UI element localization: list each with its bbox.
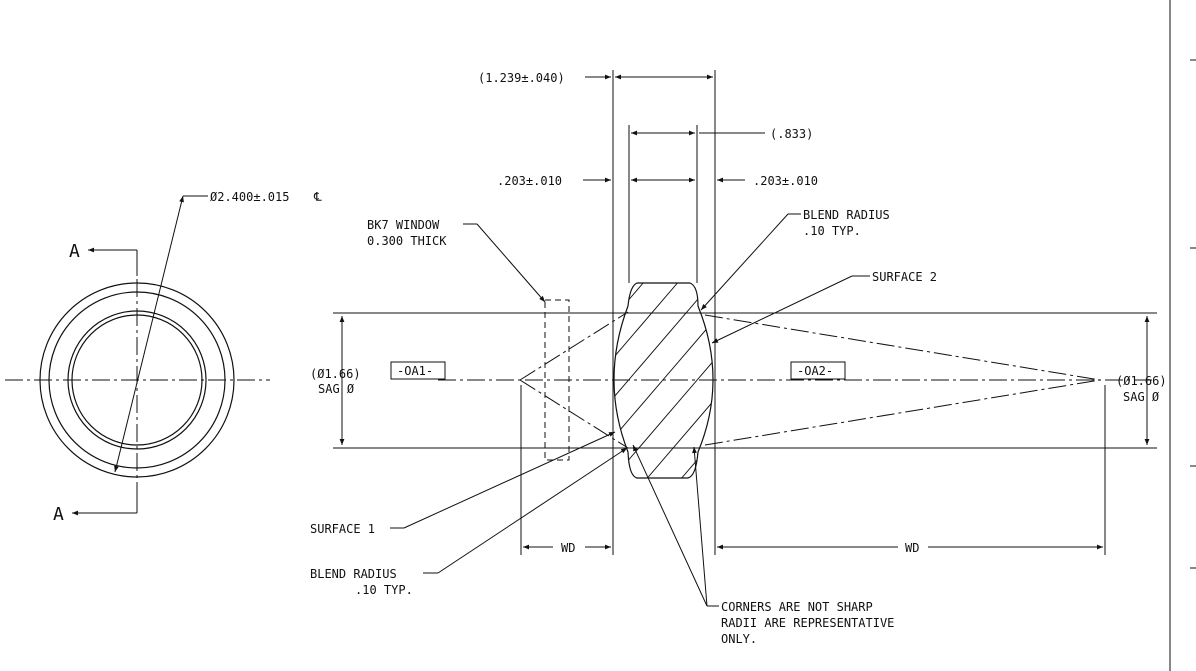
leader-blend-top [700, 213, 801, 311]
border-frame [1169, 0, 1196, 671]
section-label-top: A [69, 241, 80, 262]
centerline-symbol: ℄ [313, 190, 322, 204]
sag-left-text1: (Ø1.66) [310, 367, 361, 381]
overall-thickness-text: (1.239±.040) [478, 71, 565, 85]
bk7-window [544, 299, 570, 461]
aperture-lines [333, 312, 1157, 449]
surface2-note: SURFACE 2 [872, 270, 937, 284]
datum-oa2: -OA2- [797, 364, 833, 378]
edge-left-text: .203±.010 [497, 174, 562, 188]
corners-note-3: ONLY. [721, 632, 757, 646]
edge-right-text: .203±.010 [753, 174, 818, 188]
surface1-note: SURFACE 1 [310, 522, 375, 536]
wd-left-text: WD [561, 541, 575, 555]
center-ref-text: (.833) [770, 127, 813, 141]
blend-bottom-note-1: BLEND RADIUS [310, 567, 397, 581]
datum-oa1: -OA1- [397, 364, 433, 378]
outer-diameter-dim: Ø2.400±.015 [210, 190, 289, 204]
sag-right-text2: SAG Ø [1123, 390, 1160, 404]
corners-note-2: RADII ARE REPRESENTATIVE [721, 616, 894, 630]
wd-right-text: WD [905, 541, 919, 555]
front-view [5, 195, 270, 516]
blend-top-note-2: .10 TYP. [803, 224, 861, 238]
sag-right-text1: (Ø1.66) [1116, 374, 1167, 388]
extension-lines [520, 70, 1106, 555]
leader-corners [632, 444, 719, 607]
leader-blend-bottom [423, 447, 628, 574]
window-note-2: 0.300 THICK [367, 234, 447, 248]
leader-surface1 [390, 431, 616, 529]
leader-window [463, 223, 546, 303]
datum-oa1-box: -OA1- [390, 361, 446, 380]
section-label-bottom: A [53, 504, 64, 525]
ray-lines [519, 311, 1101, 449]
leader-surface2 [711, 275, 870, 344]
blend-top-note-1: BLEND RADIUS [803, 208, 890, 222]
sag-left-text2: SAG Ø [318, 382, 355, 396]
datum-oa2-box: -OA2- [790, 361, 846, 380]
corners-note-1: CORNERS ARE NOT SHARP [721, 600, 873, 614]
blend-bottom-note-2: .10 TYP. [355, 583, 413, 597]
window-note-1: BK7 WINDOW [367, 218, 440, 232]
lens-body [613, 282, 714, 479]
